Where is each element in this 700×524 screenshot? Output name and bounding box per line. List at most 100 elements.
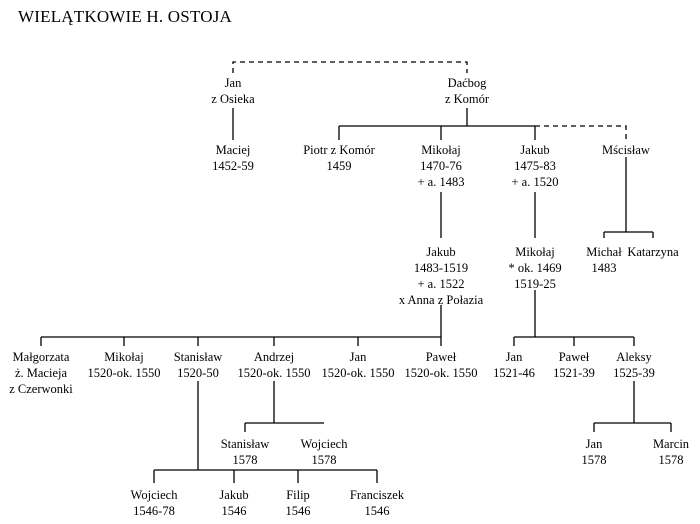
line-dacbog-children	[338, 108, 536, 140]
person-detail: 1578	[311, 453, 337, 467]
person-malgorzata: Małgorzata ż. Macieja z Czerwonki	[9, 349, 73, 397]
line-jakub-children	[40, 305, 442, 346]
person-name: Jakub	[426, 245, 456, 259]
person-jakub-1546: Jakub 1546	[219, 487, 248, 519]
person-jan-1521: Jan 1521-46	[493, 349, 535, 381]
person-name: Mikołaj	[421, 143, 461, 157]
person-name: Wojciech	[130, 488, 178, 502]
dashed-link-founders	[232, 61, 468, 73]
line-aleksy-children	[593, 381, 672, 432]
person-katarzyna: Katarzyna	[627, 244, 678, 260]
person-detail: + a. 1520	[511, 175, 559, 189]
person-detail: 1546	[285, 504, 311, 518]
person-name: Piotr z Komór	[303, 143, 375, 157]
person-name: Wojciech	[300, 437, 348, 451]
person-detail: 1520-ok. 1550	[87, 366, 161, 380]
person-detail: z Osieka	[211, 92, 255, 106]
person-name: Mścisław	[602, 143, 650, 157]
person-stanislaw-1578: Stanisław 1578	[221, 436, 270, 468]
person-mikolaj-1469: Mikołaj * ok. 1469 1519-25	[508, 244, 561, 292]
person-jan-z-osieka: Jan z Osieka	[211, 75, 254, 107]
person-name: Jakub	[520, 143, 550, 157]
line-mscislaw-children	[603, 157, 654, 238]
person-name: Małgorzata	[12, 350, 70, 364]
person-detail: + a. 1483	[417, 175, 465, 189]
person-stanislaw-1520: Stanisław 1520-50	[174, 349, 223, 381]
person-name: Stanisław	[220, 437, 270, 451]
person-name: Maciej	[215, 143, 251, 157]
person-marcin: Marcin 1578	[653, 436, 689, 468]
person-franciszek: Franciszek 1546	[350, 487, 404, 519]
person-wojciech-1578: Wojciech 1578	[301, 436, 348, 468]
person-mikolaj-1520: Mikołaj 1520-ok. 1550	[88, 349, 161, 381]
person-detail: ż. Macieja	[14, 366, 68, 380]
person-mscislaw: Mścisław	[602, 142, 650, 158]
line-stanislaw-children	[153, 381, 378, 483]
person-jakub-1483: Jakub 1483-1519 + a. 1522 x Anna z Połaz…	[399, 244, 483, 308]
person-detail: 1520-50	[177, 366, 219, 380]
person-detail: 1475-83	[514, 159, 556, 173]
person-detail: z Komór	[444, 92, 490, 106]
person-detail: 1546	[364, 504, 390, 518]
person-name: Marcin	[652, 437, 690, 451]
person-detail: 1519-25	[514, 277, 556, 291]
person-jan-1578: Jan 1578	[582, 436, 607, 468]
person-name: Daćbog	[447, 76, 487, 90]
person-detail: 1578	[581, 453, 607, 467]
person-wojciech-1546: Wojciech 1546-78	[131, 487, 178, 519]
person-detail: 1578	[232, 453, 258, 467]
person-pawel-1520: Paweł 1520-ok. 1550	[405, 349, 478, 381]
person-andrzej: Andrzej 1520-ok. 1550	[238, 349, 311, 381]
person-mikolaj-1470: Mikołaj 1470-76 + a. 1483	[418, 142, 465, 190]
person-pawel-1521: Paweł 1521-39	[553, 349, 595, 381]
person-detail: 1525-39	[613, 366, 655, 380]
person-detail: 1459	[326, 159, 352, 173]
person-detail: * ok. 1469	[508, 261, 562, 275]
person-name: Jan	[224, 76, 242, 90]
person-detail: 1520-ok. 1550	[404, 366, 478, 380]
person-aleksy: Aleksy 1525-39	[613, 349, 655, 381]
person-name: Paweł	[558, 350, 590, 364]
line-andrzej-children	[244, 381, 324, 432]
person-detail: 1483	[591, 261, 617, 275]
person-name: Mikołaj	[515, 245, 555, 259]
person-detail: 1520-ok. 1550	[321, 366, 395, 380]
person-piotr-z-komor: Piotr z Komór 1459	[303, 142, 375, 174]
person-jakub-1475: Jakub 1475-83 + a. 1520	[512, 142, 559, 190]
person-name: Aleksy	[616, 350, 652, 364]
person-filip: Filip 1546	[286, 487, 311, 519]
person-name: Jan	[349, 350, 367, 364]
person-name: Jan	[585, 437, 603, 451]
person-michal: Michał 1483	[586, 244, 621, 276]
person-maciej: Maciej 1452-59	[212, 142, 254, 174]
person-detail: 1521-46	[493, 366, 535, 380]
person-detail: 1521-39	[553, 366, 595, 380]
person-detail: z Czerwonki	[9, 382, 73, 396]
person-detail: 1483-1519	[413, 261, 469, 275]
person-name: Stanisław	[173, 350, 223, 364]
person-dacbog-z-komor: Daćbog z Komór	[445, 75, 489, 107]
person-detail: 1452-59	[212, 159, 254, 173]
person-detail: x Anna z Połazia	[398, 293, 484, 307]
dashed-link-mscislaw	[535, 125, 627, 140]
person-name: Mikołaj	[104, 350, 144, 364]
person-name: Filip	[286, 488, 310, 502]
person-detail: 1578	[658, 453, 684, 467]
person-detail: 1470-76	[420, 159, 462, 173]
person-name: Jan	[505, 350, 523, 364]
person-name: Andrzej	[253, 350, 295, 364]
line-mikolaj-children	[513, 290, 635, 346]
person-name: Paweł	[425, 350, 457, 364]
person-name: Katarzyna	[627, 245, 679, 259]
diagram-title: WIELĄTKOWIE H. OSTOJA	[18, 7, 232, 26]
person-name: Jakub	[219, 488, 249, 502]
person-detail: 1546-78	[133, 504, 175, 518]
person-name: Franciszek	[349, 488, 405, 502]
person-detail: 1546	[221, 504, 247, 518]
person-detail: 1520-ok. 1550	[237, 366, 311, 380]
person-jan-1520: Jan 1520-ok. 1550	[322, 349, 395, 381]
person-detail: + a. 1522	[417, 277, 465, 291]
person-name: Michał	[586, 245, 622, 259]
